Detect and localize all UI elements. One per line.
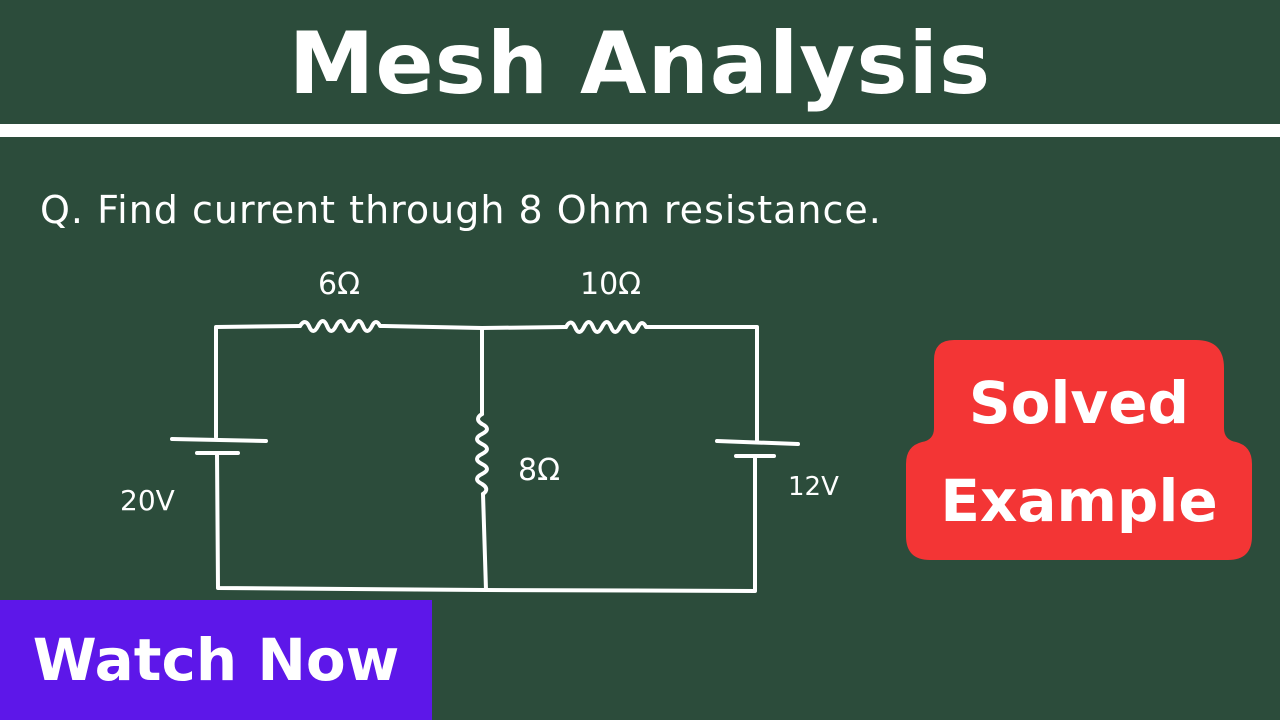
battery-20v-long-plate	[170, 437, 268, 443]
wire-right-lower	[484, 454, 757, 593]
title-divider	[0, 124, 1280, 137]
source-12v-label: 12V	[788, 472, 839, 502]
resistor-6ohm-symbol	[298, 319, 386, 333]
resistor-8ohm-symbol	[475, 412, 489, 496]
wire-left-lower	[215, 451, 488, 592]
badge-line-1: Solved	[968, 369, 1190, 437]
wire-left-upper	[214, 324, 302, 439]
wire-top-middle-right	[480, 325, 568, 330]
page-title: Mesh Analysis	[288, 14, 992, 114]
watch-now-button[interactable]: Watch Now	[0, 600, 432, 720]
battery-12v-long-plate	[715, 439, 800, 446]
badge-shape	[906, 340, 1252, 560]
watch-now-label: Watch Now	[32, 626, 400, 694]
resistor-8ohm-label: 8Ω	[518, 453, 560, 488]
wire-top-middle-left	[382, 324, 484, 330]
resistor-6ohm-label: 6Ω	[318, 267, 360, 302]
badge-line-2: Example	[940, 467, 1218, 535]
solved-example-badge: Solved Example	[906, 340, 1252, 560]
resistor-10ohm-symbol	[564, 320, 652, 334]
resistor-10ohm-label: 10Ω	[580, 267, 641, 302]
source-20v-label: 20V	[120, 484, 175, 517]
wire-middle-lower	[481, 492, 488, 592]
question-text: Q. Find current through 8 Ohm resistance…	[40, 188, 882, 232]
wire-right-upper	[648, 325, 759, 442]
